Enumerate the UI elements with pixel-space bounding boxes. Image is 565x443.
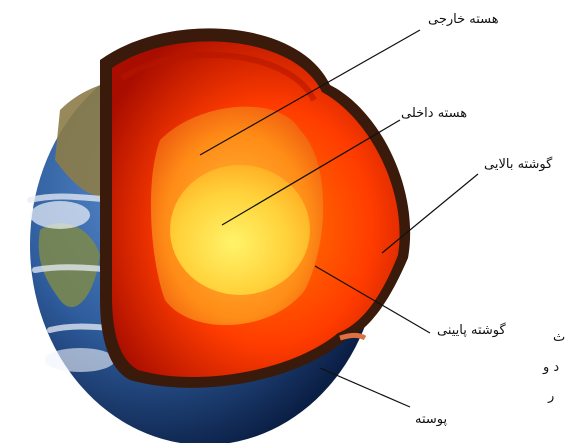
label-inner-core: هسته داخلی: [401, 106, 467, 122]
edge-text-line-2: د و: [543, 360, 559, 375]
edge-text-line-3: ر: [548, 389, 554, 404]
leader-crust: [320, 368, 410, 407]
label-crust: پوسته: [415, 412, 447, 428]
cloud-patch: [30, 201, 90, 229]
crust-edge-highlight: [340, 335, 365, 338]
inner-core-layer: [170, 165, 310, 295]
label-lower-mantle: گوشته پایینی: [437, 323, 506, 339]
edge-text-line-1: ث: [553, 330, 565, 345]
label-upper-mantle: گوشته بالایی: [484, 157, 552, 173]
label-outer-core: هسته خارجی: [428, 12, 499, 28]
cloud-patch-2: [45, 348, 115, 372]
